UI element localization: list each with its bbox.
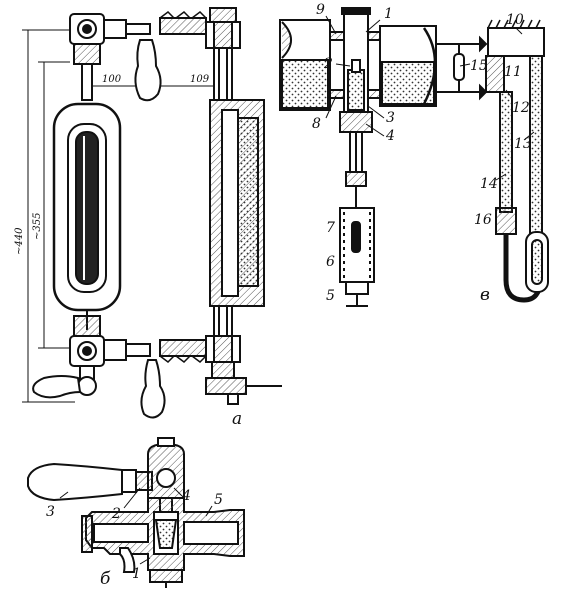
callout-13: 13 — [514, 136, 532, 152]
callout-9-top: 9 — [316, 2, 325, 18]
callout-3-top: 3 — [386, 110, 395, 126]
callout-5-top: 5 — [326, 288, 335, 304]
panel-v-u-tube-gauge — [436, 19, 549, 303]
callout-b-4: 4 — [181, 488, 191, 504]
panel-b-valve-section — [27, 437, 245, 588]
callout-12: 12 — [512, 100, 530, 116]
panel-a-gauge-front — [22, 13, 166, 419]
callout-10: 10 — [506, 12, 524, 28]
float-gauge-callouts — [325, 15, 385, 137]
callout-15: 15 — [470, 58, 488, 74]
valve-callouts — [59, 487, 213, 565]
u-tube-callouts — [459, 27, 535, 181]
dim-glass-length: ~355 — [32, 213, 43, 240]
panel-label-v: в — [480, 285, 490, 305]
panel-label-b: б — [100, 569, 111, 589]
callout-16: 16 — [474, 212, 492, 228]
panel-label-a: а — [232, 409, 242, 429]
callout-11: 11 — [504, 64, 522, 80]
dim-overall-height: ~440 — [14, 227, 25, 255]
callout-4-top: 4 — [385, 128, 395, 144]
callout-1-top: 1 — [384, 6, 393, 22]
callout-14: 14 — [480, 176, 498, 192]
callout-8-top: 8 — [312, 116, 321, 132]
dim-handle-offset: 100 — [102, 74, 122, 85]
callout-b-3: 3 — [46, 504, 55, 520]
dim-frame-width: 109 — [190, 74, 210, 85]
callout-b-5: 5 — [214, 492, 223, 508]
callout-b-2: 2 — [111, 506, 121, 522]
callout-6-top: 6 — [326, 254, 335, 270]
callout-7-top: 7 — [326, 220, 335, 236]
panel-float-gauge — [279, 7, 437, 307]
callout-2-top: 2 — [323, 56, 333, 72]
panel-a-gauge-section — [159, 7, 282, 405]
callout-b-1: 1 — [132, 566, 141, 582]
